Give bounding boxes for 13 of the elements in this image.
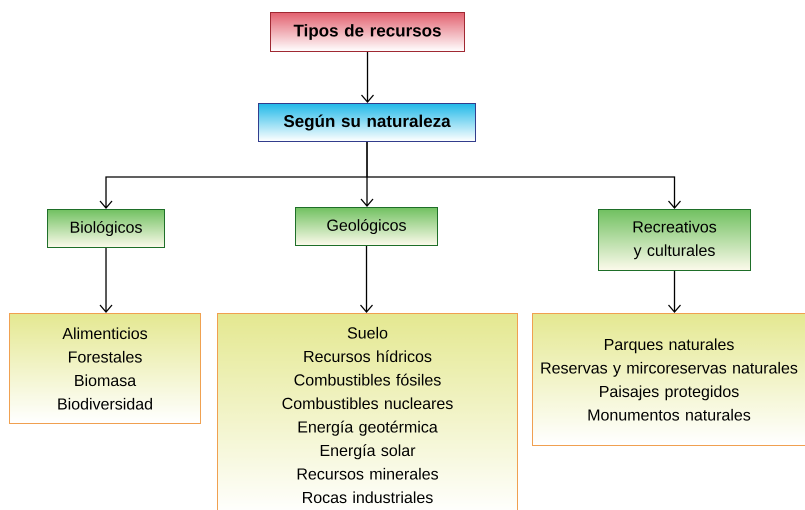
category-box: Biológicos <box>47 209 165 248</box>
category-box: Recreativos y culturales <box>598 209 751 271</box>
arrow <box>366 142 681 209</box>
arrow <box>668 271 681 313</box>
category-box: Según su naturaleza <box>258 103 476 142</box>
list-box: Alimenticios Forestales Biomasa Biodiversidad <box>9 313 201 424</box>
arrow <box>360 246 373 313</box>
category-box: Geológicos <box>295 207 438 246</box>
list-box: Suelo Recursos hídricos Combustibles fósiles Combustibles nucleares Energía geotérmica Energía solar Recursos minerales Rocas industriales <box>217 313 518 510</box>
list-box: Parques naturales Reservas y mircoreservas naturales Paisajes protegidos Monumentos naturales <box>532 313 805 446</box>
arrow <box>361 52 374 103</box>
title-box: Tipos de recursos <box>270 12 465 52</box>
arrow <box>100 248 112 313</box>
